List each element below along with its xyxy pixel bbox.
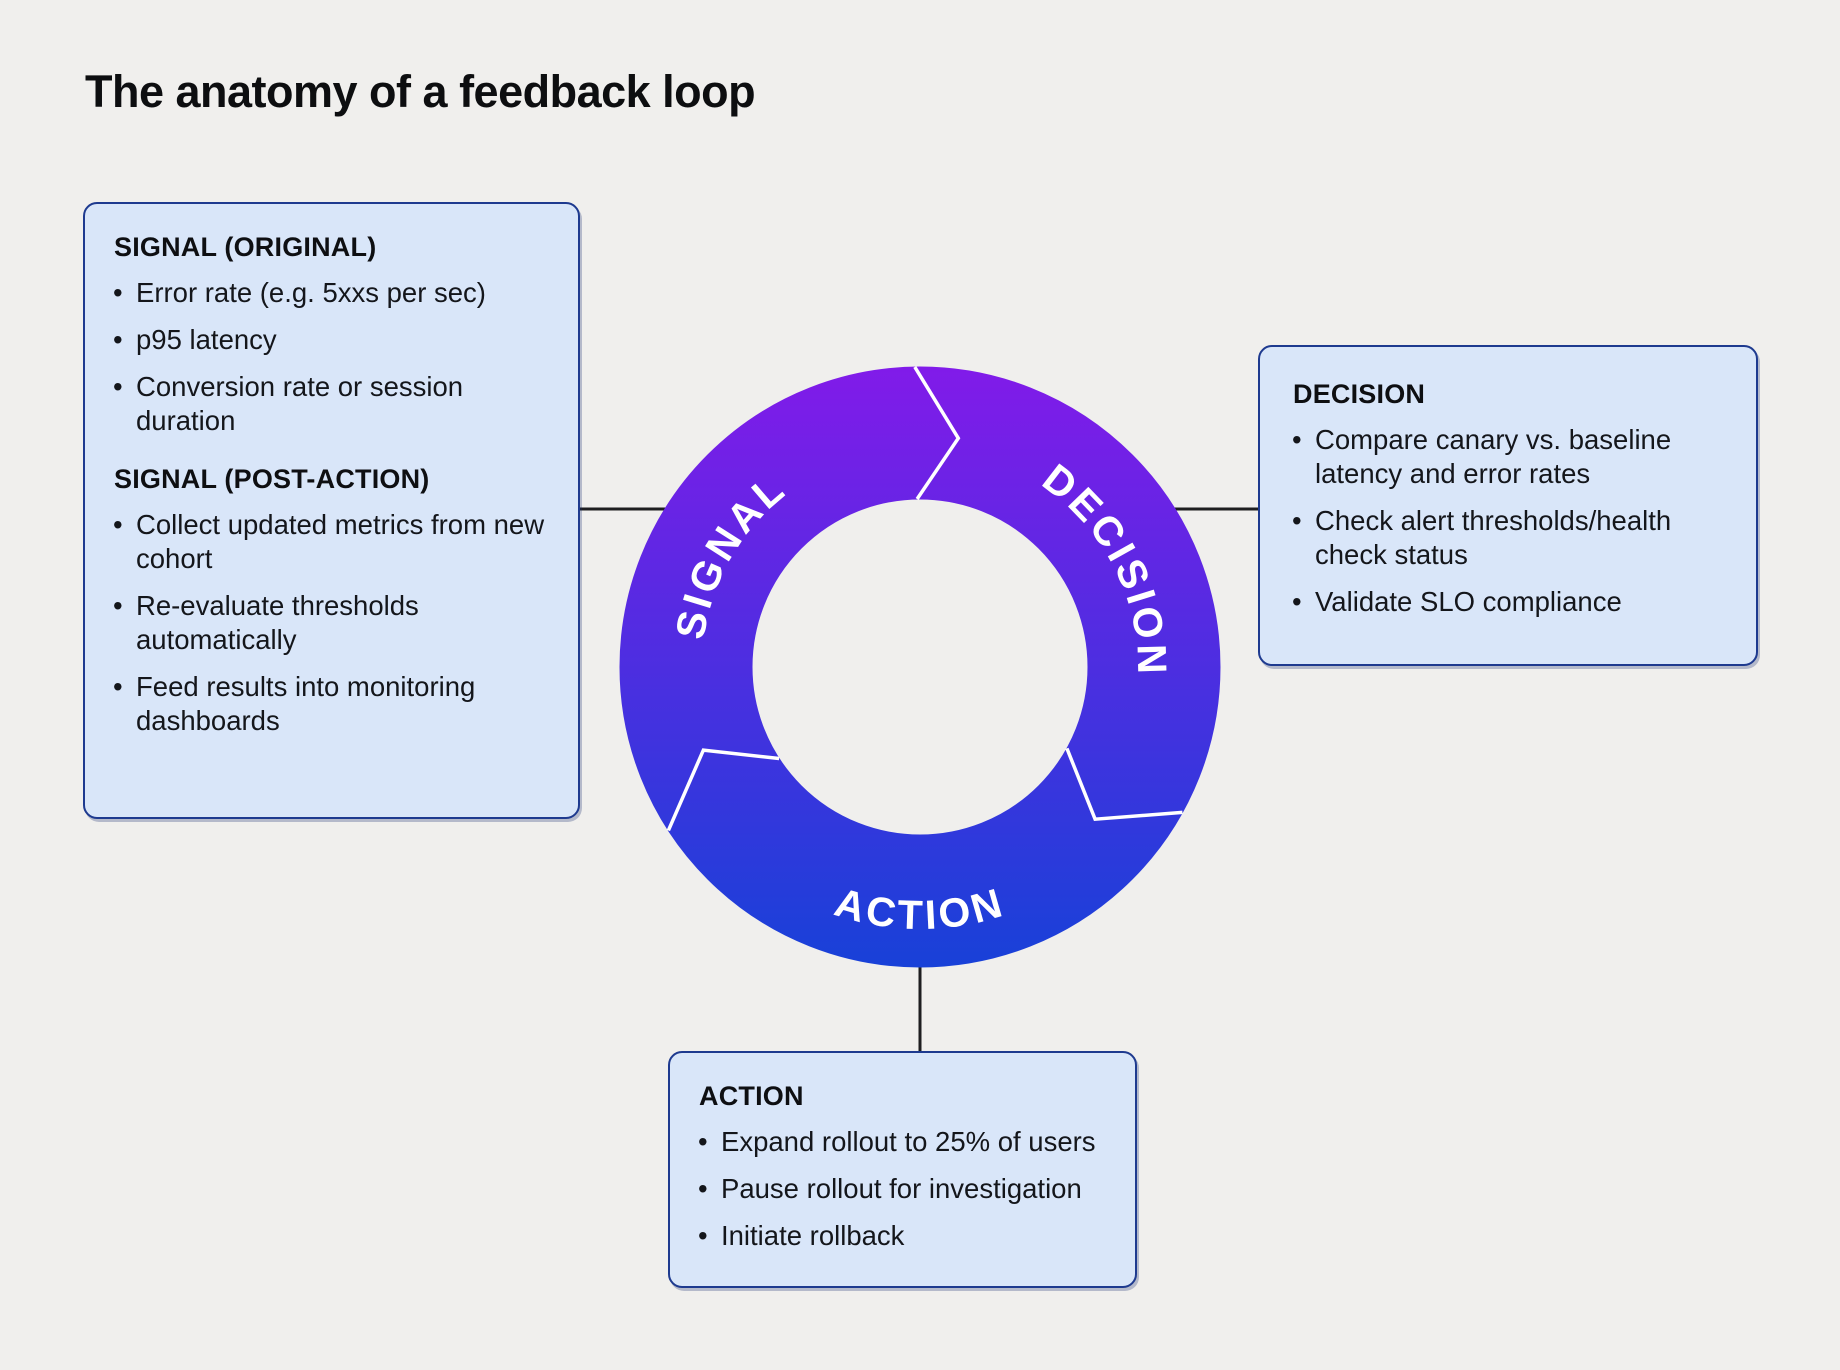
feedback-donut-ring [619,366,1221,968]
list-item: Initiate rollback [696,1219,1109,1253]
signal-post-action-heading: SIGNAL (POST-ACTION) [114,464,430,494]
divider-signal-decision [913,366,961,500]
list-item: Collect updated metrics from new cohort [111,508,552,576]
signal-original-section: SIGNAL (ORIGINAL) Error rate (e.g. 5xxs … [111,232,552,438]
action-section: ACTION Expand rollout to 25% of users Pa… [696,1081,1109,1253]
list-item: Feed results into monitoring dashboards [111,670,552,738]
list-item: Error rate (e.g. 5xxs per sec) [111,276,552,310]
signal-post-action-section: SIGNAL (POST-ACTION) Collect updated met… [111,464,552,738]
divider-decision-action [1065,747,1183,822]
segment-dividers [666,366,1183,832]
decision-heading: DECISION [1293,379,1426,409]
decision-section: DECISION Compare canary vs. baseline lat… [1290,379,1726,619]
signal-original-list: Error rate (e.g. 5xxs per sec) p95 laten… [111,276,552,438]
list-item: p95 latency [111,323,552,357]
signal-post-action-list: Collect updated metrics from new cohort … [111,508,552,738]
list-item: Compare canary vs. baseline latency and … [1290,423,1726,491]
decision-list: Compare canary vs. baseline latency and … [1290,423,1726,619]
action-list: Expand rollout to 25% of users Pause rol… [696,1125,1109,1253]
list-item: Expand rollout to 25% of users [696,1125,1109,1159]
page-title: The anatomy of a feedback loop [85,66,756,117]
list-item: Validate SLO compliance [1290,585,1726,619]
divider-action-signal [666,748,780,832]
signal-original-heading: SIGNAL (ORIGINAL) [114,232,377,262]
list-item: Conversion rate or session duration [111,370,552,438]
action-heading: ACTION [699,1081,804,1111]
signal-box: SIGNAL (ORIGINAL) Error rate (e.g. 5xxs … [83,202,580,819]
action-box: ACTION Expand rollout to 25% of users Pa… [668,1051,1137,1288]
list-item: Re-evaluate thresholds automatically [111,589,552,657]
list-item: Check alert thresholds/​health check sta… [1290,504,1726,572]
decision-box: DECISION Compare canary vs. baseline lat… [1258,345,1758,666]
list-item: Pause rollout for investigation [696,1172,1109,1206]
